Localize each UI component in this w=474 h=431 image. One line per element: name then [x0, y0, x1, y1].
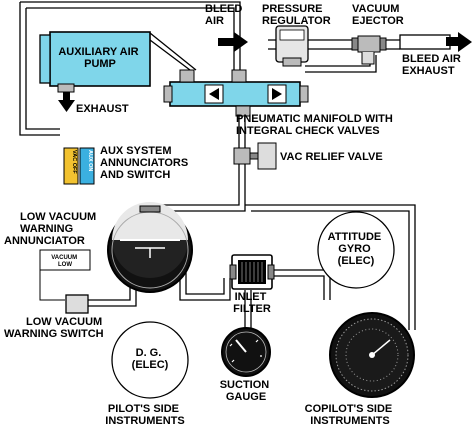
plumbing-lines — [19, 1, 468, 330]
copilots-side-label: COPILOT'S SIDE INSTRUMENTS — [305, 403, 396, 427]
exhaust-arrow — [58, 92, 75, 112]
aux-on-label: AUX ON — [87, 150, 93, 171]
pilot-attitude-indicator — [107, 202, 193, 293]
inlet-filter-label: INLET FILTER — [233, 291, 271, 315]
auxiliary-air-pump-label: AUXILIARY AIR PUMP — [58, 46, 141, 70]
attitude-gyro-label: ATTITUDE GYRO (ELEC) — [328, 231, 385, 267]
vacuum-ejector — [351, 35, 387, 65]
low-vacuum-annunciator — [39, 249, 91, 271]
auxiliary-air-pump — [39, 31, 151, 93]
pneumatic-manifold-label: PNEUMATIC MANIFOLD WITH INTEGRAL CHECK V… — [236, 113, 396, 137]
suction-gauge — [221, 327, 271, 377]
low-vacuum-annunciator-label: LOW VACUUM WARNING ANNUNCIATOR — [4, 211, 99, 247]
low-vacuum-warning-switch — [65, 294, 89, 314]
exhaust-label: EXHAUST — [76, 103, 129, 115]
suction-gauge-label: SUCTION GAUGE — [220, 379, 273, 403]
attitude-gyro-elec — [317, 211, 395, 289]
vac-off-label: VAC OFF — [71, 150, 77, 174]
pneumatic-manifold — [163, 69, 309, 117]
pipe-left-inner — [25, 8, 60, 130]
dg-elec — [111, 321, 189, 399]
vacuum-low-text: VACUUM LOW — [51, 255, 79, 268]
bleed-air-inlet-arrow — [218, 32, 248, 52]
dg-label: D. G. (ELEC) — [132, 347, 169, 371]
inlet-filter — [229, 254, 275, 290]
copilot-attitude-indicator — [329, 312, 415, 398]
pressure-regulator — [275, 25, 309, 67]
low-vacuum-switch-label: LOW VACUUM WARNING SWITCH — [4, 316, 105, 340]
bleed-air-label: BLEED AIR — [205, 3, 245, 27]
aux-annunciator-panel — [63, 147, 95, 185]
pilots-side-label: PILOT'S SIDE INSTRUMENTS — [105, 403, 184, 427]
vac-off-annunciator — [63, 147, 79, 185]
pipe-left-outer — [19, 2, 60, 136]
vac-relief-valve — [233, 142, 277, 170]
aux-on-annunciator — [79, 147, 95, 185]
bleed-air-exhaust-arrow — [399, 32, 472, 52]
vacuum-ejector-label: VACUUM EJECTOR — [352, 3, 404, 27]
bleed-air-exhaust-label: BLEED AIR EXHAUST — [402, 53, 464, 77]
aux-system-label: AUX SYSTEM ANNUNCIATORS AND SWITCH — [100, 145, 191, 181]
vac-relief-valve-label: VAC RELIEF VALVE — [280, 151, 383, 163]
pressure-regulator-label: PRESSURE REGULATOR — [262, 3, 331, 27]
